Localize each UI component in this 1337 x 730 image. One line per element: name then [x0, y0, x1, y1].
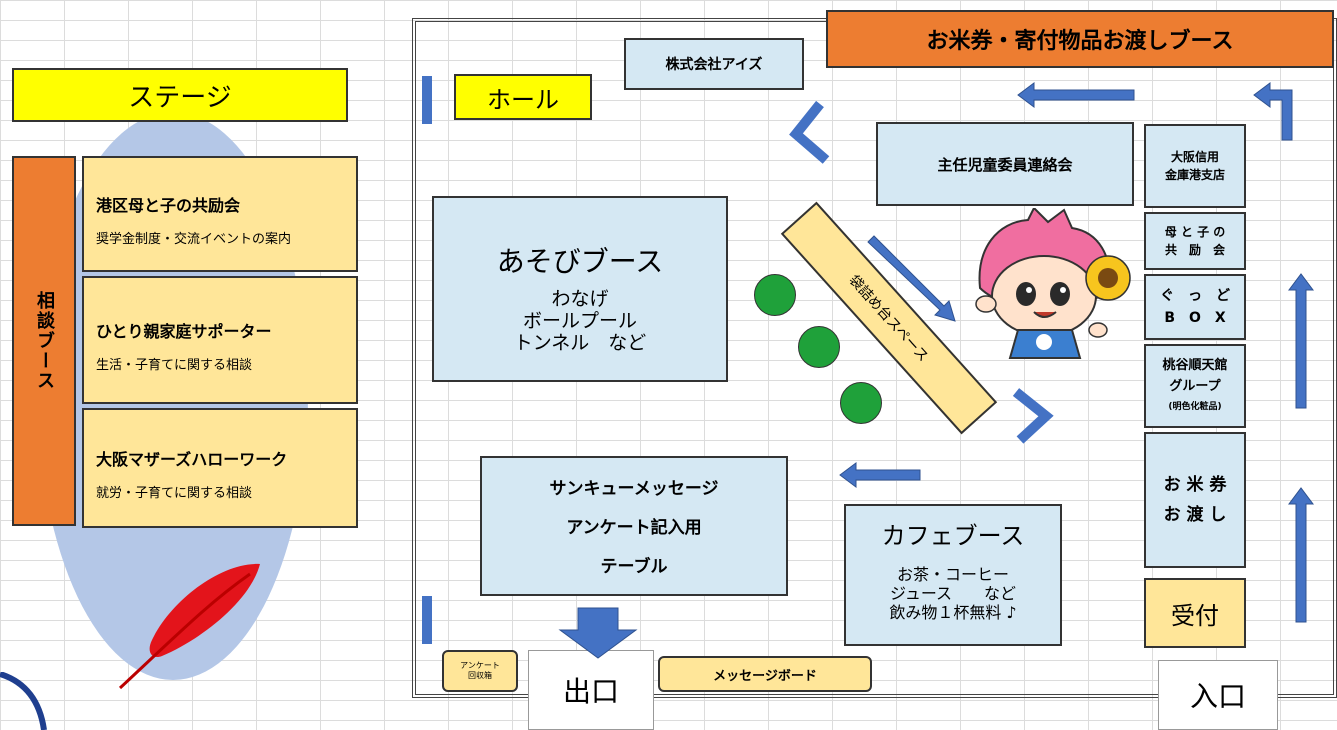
- left-arrow-icon: [839, 462, 921, 488]
- chevron-icon: [1012, 388, 1054, 444]
- right-booth-line: 金庫港支店: [1164, 168, 1225, 182]
- chevron-icon: [789, 100, 830, 164]
- consultation-label-text: 相談ブース: [34, 291, 55, 391]
- survey-box-line: 回収箱: [468, 671, 492, 680]
- rice-coupon-banner: お米券・寄付物品お渡しブース: [826, 10, 1334, 68]
- cafe-booth: カフェブース お茶・コーヒー ジュース など 飲み物１杯無料 ♪: [844, 504, 1062, 646]
- right-booth-line: B O X: [1164, 310, 1226, 326]
- booth-card: 大阪マザーズハローワーク 就労・子育てに関する相談: [82, 408, 358, 528]
- exit-arrow-icon: [558, 607, 638, 659]
- green-table-circle: [798, 326, 840, 368]
- wall-marker: [422, 596, 432, 644]
- play-activity: トンネル など: [513, 332, 647, 354]
- right-booth: 大阪信用 金庫港支店: [1144, 124, 1246, 208]
- thanks-line: テーブル: [600, 557, 668, 577]
- reception-desk: 受付: [1144, 578, 1246, 648]
- booth-name: 大阪マザーズハローワーク: [96, 450, 288, 469]
- right-booth-line: お 渡 し: [1163, 505, 1227, 525]
- wall-marker: [422, 76, 432, 124]
- exit-sign: 出口: [528, 650, 654, 730]
- booth-card: 港区母と子の共励会 奨学金制度・交流イベントの案内: [82, 156, 358, 272]
- mascot-character: [975, 208, 1131, 359]
- diagonal-arrow-icon: [867, 235, 956, 322]
- right-booth-line: 共 励 会: [1164, 243, 1225, 257]
- cafe-line: 飲み物１杯無料 ♪: [889, 603, 1017, 622]
- right-booth: ぐ っ ど B O X: [1144, 274, 1246, 340]
- right-booth: 桃谷順天館 グループ (明色化粧品): [1144, 344, 1246, 428]
- council-booth: 主任児童委員連絡会: [876, 122, 1134, 206]
- thanks-line: サンキューメッセージ: [549, 479, 719, 499]
- play-booth-activities: わなげ ボールプール トンネル など: [434, 288, 726, 354]
- right-booth-line: (明色化粧品): [1168, 401, 1222, 412]
- play-activity: わなげ: [551, 288, 609, 310]
- message-board: メッセージボード: [658, 656, 872, 692]
- booth-name: ひとり親家庭サポーター: [96, 322, 272, 341]
- right-booth-line: ぐ っ ど: [1160, 288, 1230, 304]
- consultation-label: 相談ブース: [12, 156, 76, 526]
- cafe-line: ジュース など: [889, 584, 1017, 603]
- green-table-circle: [754, 274, 796, 316]
- right-booth-line: お 米 券: [1163, 475, 1227, 495]
- booth-description: 奨学金制度・交流イベントの案内: [96, 232, 292, 247]
- booth-description: 生活・子育てに関する相談: [96, 358, 253, 373]
- cafe-line: お茶・コーヒー: [896, 565, 1009, 584]
- cafe-title: カフェブース: [881, 522, 1025, 550]
- up-arrow-icon: [1288, 487, 1314, 623]
- right-booth-line: 桃谷順天館: [1162, 357, 1228, 373]
- right-booth: お 米 券 お 渡 し: [1144, 432, 1246, 568]
- booth-name: 港区母と子の共励会: [96, 196, 241, 215]
- left-arrow-icon: [1017, 82, 1135, 108]
- stage-title: ステージ: [12, 68, 348, 122]
- right-booth-line: 母 と 子 の: [1164, 225, 1226, 239]
- play-activity: ボールプール: [522, 310, 637, 332]
- right-booth-line: グループ: [1169, 378, 1221, 394]
- company-booth: 株式会社アイズ: [624, 38, 804, 90]
- survey-box-line: アンケート: [460, 661, 500, 670]
- booth-description: 就労・子育てに関する相談: [96, 486, 253, 501]
- hall-label: ホール: [454, 74, 592, 120]
- feather-icon: [118, 563, 260, 690]
- green-table-circle: [840, 382, 882, 424]
- corner-arc: [0, 672, 47, 730]
- thanks-line: アンケート記入用: [566, 518, 702, 538]
- play-booth: あそびブース わなげ ボールプール トンネル など: [432, 196, 728, 382]
- booth-card: ひとり親家庭サポーター 生活・子育てに関する相談: [82, 276, 358, 404]
- thanks-message-table: サンキューメッセージ アンケート記入用 テーブル: [480, 456, 788, 596]
- right-booth-line: 大阪信用: [1170, 150, 1219, 164]
- survey-collection-box: アンケート 回収箱: [442, 650, 518, 692]
- up-arrow-icon: [1288, 273, 1314, 409]
- corner-arrow-icon: [1253, 82, 1293, 141]
- right-booth: 母 と 子 の 共 励 会: [1144, 212, 1246, 270]
- entrance-sign: 入口: [1158, 660, 1278, 730]
- play-booth-title: あそびブース: [496, 245, 664, 278]
